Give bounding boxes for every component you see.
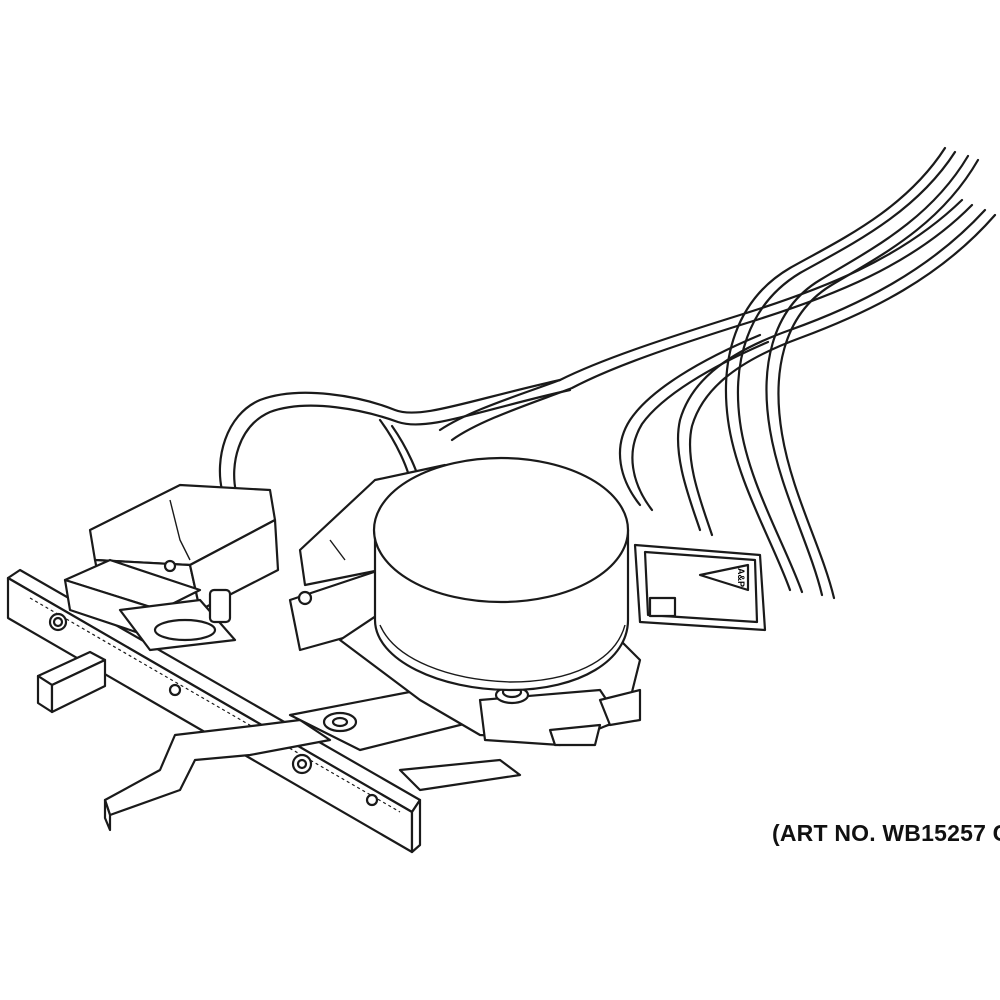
art-number-label: (ART NO. WB15257 C) bbox=[772, 820, 1000, 846]
timer-motor bbox=[372, 456, 630, 692]
left-micro-switch bbox=[63, 483, 280, 652]
plunger bbox=[36, 650, 107, 714]
connector-marking: A&P bbox=[736, 568, 746, 587]
wire-connector: A&P bbox=[633, 543, 767, 632]
mounting-bracket bbox=[6, 568, 522, 854]
